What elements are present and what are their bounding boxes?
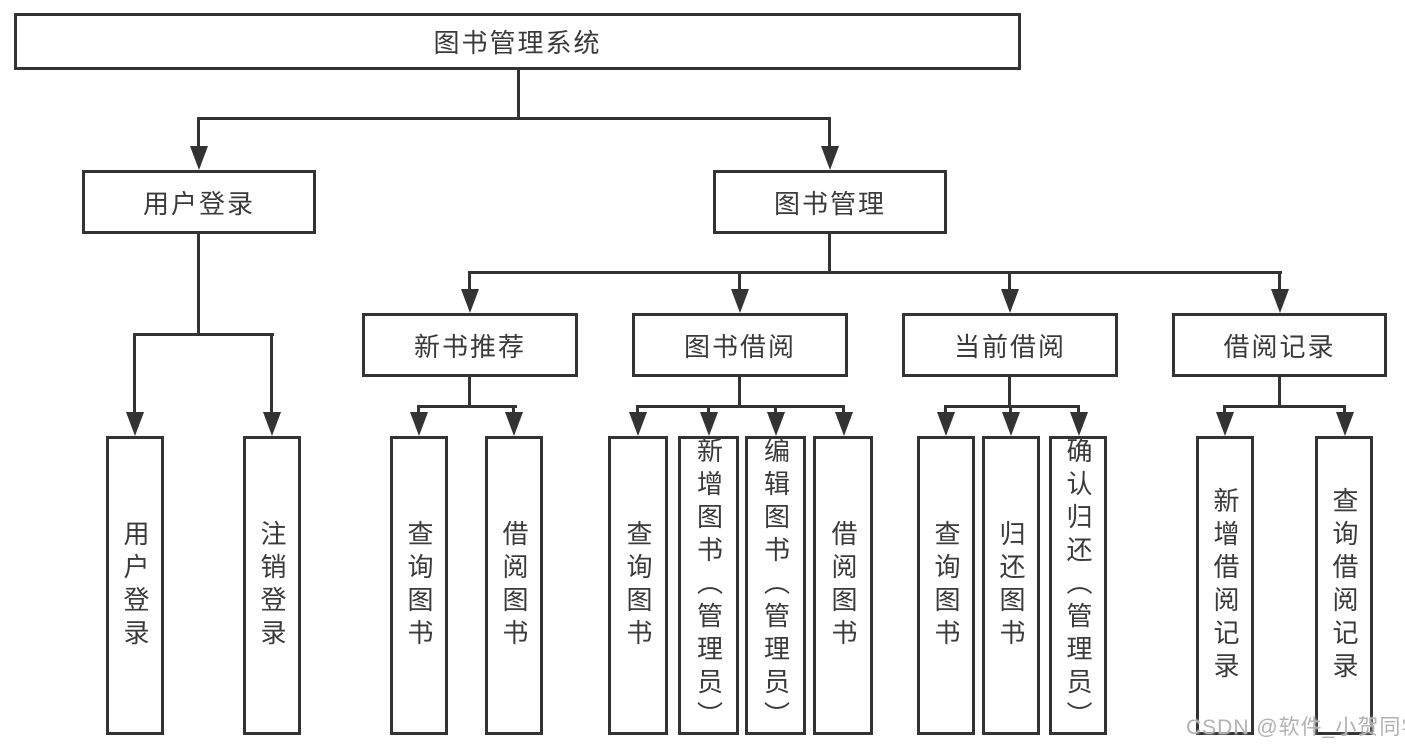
- connector-line: [197, 232, 200, 336]
- connector-line: [1223, 405, 1226, 417]
- arrowhead-down: [1002, 412, 1020, 436]
- connector-line: [197, 117, 831, 120]
- connector-line: [1223, 405, 1346, 408]
- arrowhead-down: [767, 412, 785, 436]
- arrowhead-down: [410, 412, 428, 436]
- connector-line: [738, 375, 741, 408]
- connector-line: [270, 333, 273, 414]
- node-user-login-label: 用户登录: [142, 188, 255, 219]
- leaf-record-query-borrow-record: 查询借阅记录: [1315, 436, 1373, 735]
- leaf-borrow-add-book-admin-label: 新增图书（管理员）: [693, 437, 724, 734]
- arrowhead-down: [700, 412, 718, 436]
- connector-line: [517, 68, 520, 120]
- connector-line: [197, 117, 200, 149]
- arrowhead-down: [731, 289, 749, 313]
- leaf-borrow-borrow-book: 借阅图书: [813, 436, 873, 735]
- arrowhead-down: [126, 412, 144, 436]
- arrowhead-down: [190, 146, 208, 170]
- node-book-borrow: 图书借阅: [632, 313, 848, 377]
- connector-line: [1278, 375, 1281, 408]
- arrowhead-down: [1216, 412, 1234, 436]
- connector-line: [636, 405, 845, 408]
- node-current-borrow-label: 当前借阅: [953, 331, 1066, 362]
- arrowhead-down: [461, 289, 479, 313]
- leaf-recommend-query-book-label: 查询图书: [404, 519, 434, 652]
- arrowhead-down: [1271, 289, 1289, 313]
- connector-line: [636, 405, 639, 417]
- connector-line: [828, 117, 831, 149]
- connector-line: [738, 271, 741, 293]
- node-user-login: 用户登录: [82, 170, 316, 234]
- leaf-borrow-query-book: 查询图书: [608, 436, 668, 735]
- leaf-current-confirm-return-admin: 确认归还（管理员）: [1049, 436, 1107, 735]
- connector-line: [842, 405, 845, 417]
- connector-line: [1343, 405, 1346, 417]
- arrowhead-down: [1336, 412, 1354, 436]
- connector-line: [468, 375, 471, 408]
- arrowhead-down: [629, 412, 647, 436]
- leaf-logout-login-label: 注销登录: [257, 519, 287, 652]
- node-borrow-record: 借阅记录: [1172, 313, 1387, 377]
- connector-line: [133, 333, 136, 414]
- leaf-current-query-book: 查询图书: [917, 436, 975, 735]
- leaf-recommend-borrow-book: 借阅图书: [485, 436, 543, 735]
- connector-line: [133, 333, 274, 336]
- connector-line: [1009, 405, 1012, 417]
- node-new-book-recommend: 新书推荐: [362, 313, 578, 377]
- connector-line: [468, 271, 1282, 274]
- arrowhead-down: [1001, 289, 1019, 313]
- leaf-logout-login: 注销登录: [243, 436, 301, 735]
- leaf-record-add-borrow-record: 新增借阅记录: [1196, 436, 1254, 735]
- arrowhead-down: [821, 146, 839, 170]
- node-new-book-recommend-label: 新书推荐: [413, 331, 526, 362]
- connector-line: [417, 405, 517, 408]
- arrowhead-down: [835, 412, 853, 436]
- leaf-recommend-borrow-book-label: 借阅图书: [499, 519, 529, 652]
- leaf-current-return-book: 归还图书: [982, 436, 1040, 735]
- connector-line: [707, 405, 710, 417]
- connector-line: [417, 405, 420, 417]
- connector-line: [828, 232, 831, 274]
- connector-line: [1008, 375, 1011, 408]
- connector-line: [1077, 405, 1080, 417]
- node-borrow-record-label: 借阅记录: [1223, 331, 1336, 362]
- leaf-borrow-edit-book-admin-label: 编辑图书（管理员）: [760, 437, 791, 734]
- arrowhead-down: [505, 412, 523, 436]
- leaf-recommend-query-book: 查询图书: [390, 436, 448, 735]
- node-library-system: 图书管理系统: [14, 13, 1021, 70]
- connector-line: [468, 271, 471, 293]
- node-book-management: 图书管理: [713, 170, 947, 234]
- node-book-management-label: 图书管理: [773, 188, 886, 219]
- connector-line: [1278, 271, 1281, 293]
- arrowhead-down: [937, 412, 955, 436]
- arrowhead-down: [1070, 412, 1088, 436]
- leaf-current-query-book-label: 查询图书: [931, 519, 961, 652]
- leaf-borrow-borrow-book-label: 借阅图书: [828, 519, 858, 652]
- leaf-borrow-query-book-label: 查询图书: [623, 519, 653, 652]
- node-book-borrow-label: 图书借阅: [683, 331, 796, 362]
- connector-line: [944, 405, 1080, 408]
- leaf-current-confirm-return-admin-label: 确认归还（管理员）: [1063, 437, 1093, 734]
- node-current-borrow: 当前借阅: [902, 313, 1118, 377]
- leaf-user-login: 用户登录: [106, 436, 164, 735]
- connector-line: [1008, 271, 1011, 293]
- connector-line: [944, 405, 947, 417]
- arrowhead-down: [263, 412, 281, 436]
- leaf-borrow-edit-book-admin: 编辑图书（管理员）: [745, 436, 806, 735]
- leaf-current-return-book-label: 归还图书: [996, 519, 1026, 652]
- connector-line: [774, 405, 777, 417]
- leaf-record-query-borrow-record-label: 查询借阅记录: [1329, 486, 1359, 685]
- leaf-user-login-label: 用户登录: [120, 519, 150, 652]
- connector-line: [512, 405, 515, 417]
- node-library-system-label: 图书管理系统: [433, 28, 602, 58]
- leaf-borrow-add-book-admin: 新增图书（管理员）: [678, 436, 739, 735]
- csdn-watermark: CSDN @软件_小贺同学: [1186, 716, 1405, 739]
- leaf-record-add-borrow-record-label: 新增借阅记录: [1210, 486, 1240, 685]
